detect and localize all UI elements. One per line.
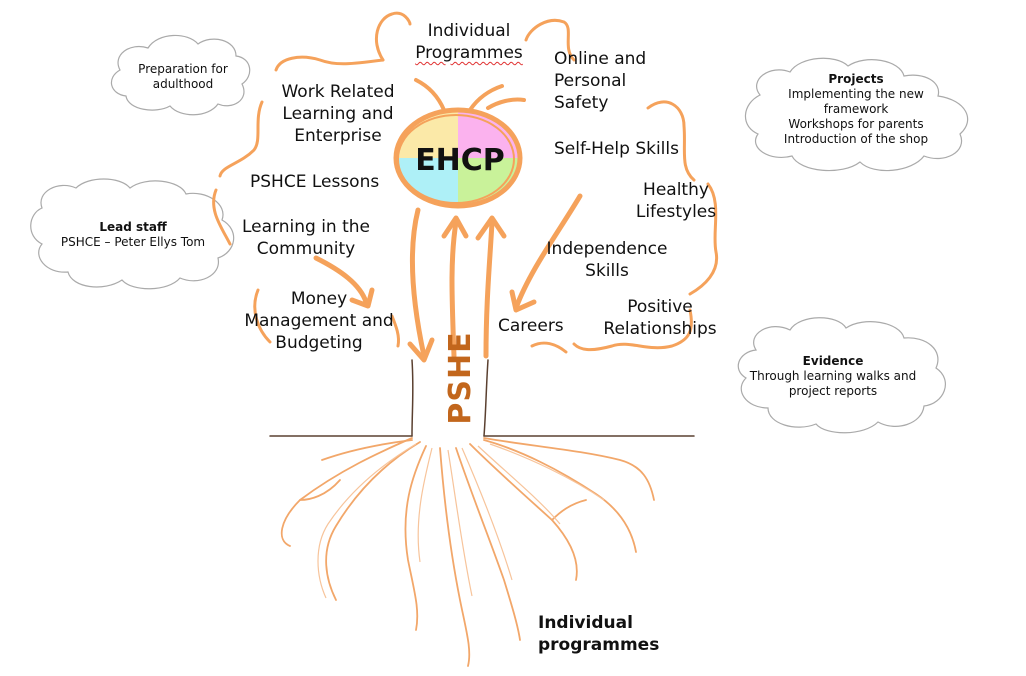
trunk-right-edge (483, 359, 489, 437)
cloud-text-projects: Projects Implementing the new framework … (783, 72, 929, 146)
cloud-text-preparation: Preparation for adulthood (138, 62, 228, 91)
branch-right-mid (688, 182, 719, 296)
branch-right-top (646, 100, 696, 182)
label-pshce-lessons: PSHCE Lessons (250, 172, 380, 192)
label-money-management: Money Management and Budgeting (244, 289, 394, 353)
branch-left-mid (218, 100, 264, 178)
branch-money-right (390, 314, 400, 348)
label-independence-skills: Independence Skills (546, 239, 668, 281)
arrow-up-right (483, 219, 495, 359)
cloud-preparation (110, 34, 251, 116)
label-healthy-lifestyles: Healthy Lifestyles (635, 180, 717, 222)
branch-careers (530, 341, 568, 354)
cloud-evidence (737, 317, 946, 434)
arrow-up-left (449, 219, 459, 359)
branch-left-bottom (253, 288, 272, 344)
branch-left-lower (212, 188, 232, 246)
cloud-text-lead-staff: Lead staff PSHCE – Peter Ellys Tom (60, 220, 206, 249)
label-roots-individual-programmes: Individual programmes (538, 613, 660, 655)
label-self-help: Self-Help Skills (554, 139, 679, 159)
branch-upper-left (274, 55, 385, 72)
label-careers: Careers (498, 316, 564, 336)
cloud-text-evidence: Evidence Through learning walks and proj… (749, 354, 917, 398)
ehcp-label: EHCP (415, 143, 505, 178)
branch-top-left (374, 11, 412, 62)
arrow-left-trunk (409, 207, 427, 359)
cloud-lead-staff (30, 178, 235, 290)
arrow-careers (513, 193, 583, 311)
ehcp-pie (393, 78, 526, 209)
pshe-label: PSHE (442, 331, 478, 425)
label-learning-community: Learning in the Community (241, 217, 370, 259)
label-positive-relationships: Positive Relationships (603, 297, 717, 339)
label-online-safety: Online and Personal Safety (554, 49, 647, 113)
cloud-projects (744, 57, 969, 172)
label-individual-programmes: Individual Programmes (415, 21, 523, 63)
branch-top-right (524, 19, 576, 62)
label-work-related: Work Related Learning and Enterprise (281, 82, 395, 146)
arrow-money (313, 255, 369, 305)
trunk-left-edge (411, 359, 414, 437)
branch-right-low (572, 308, 693, 352)
